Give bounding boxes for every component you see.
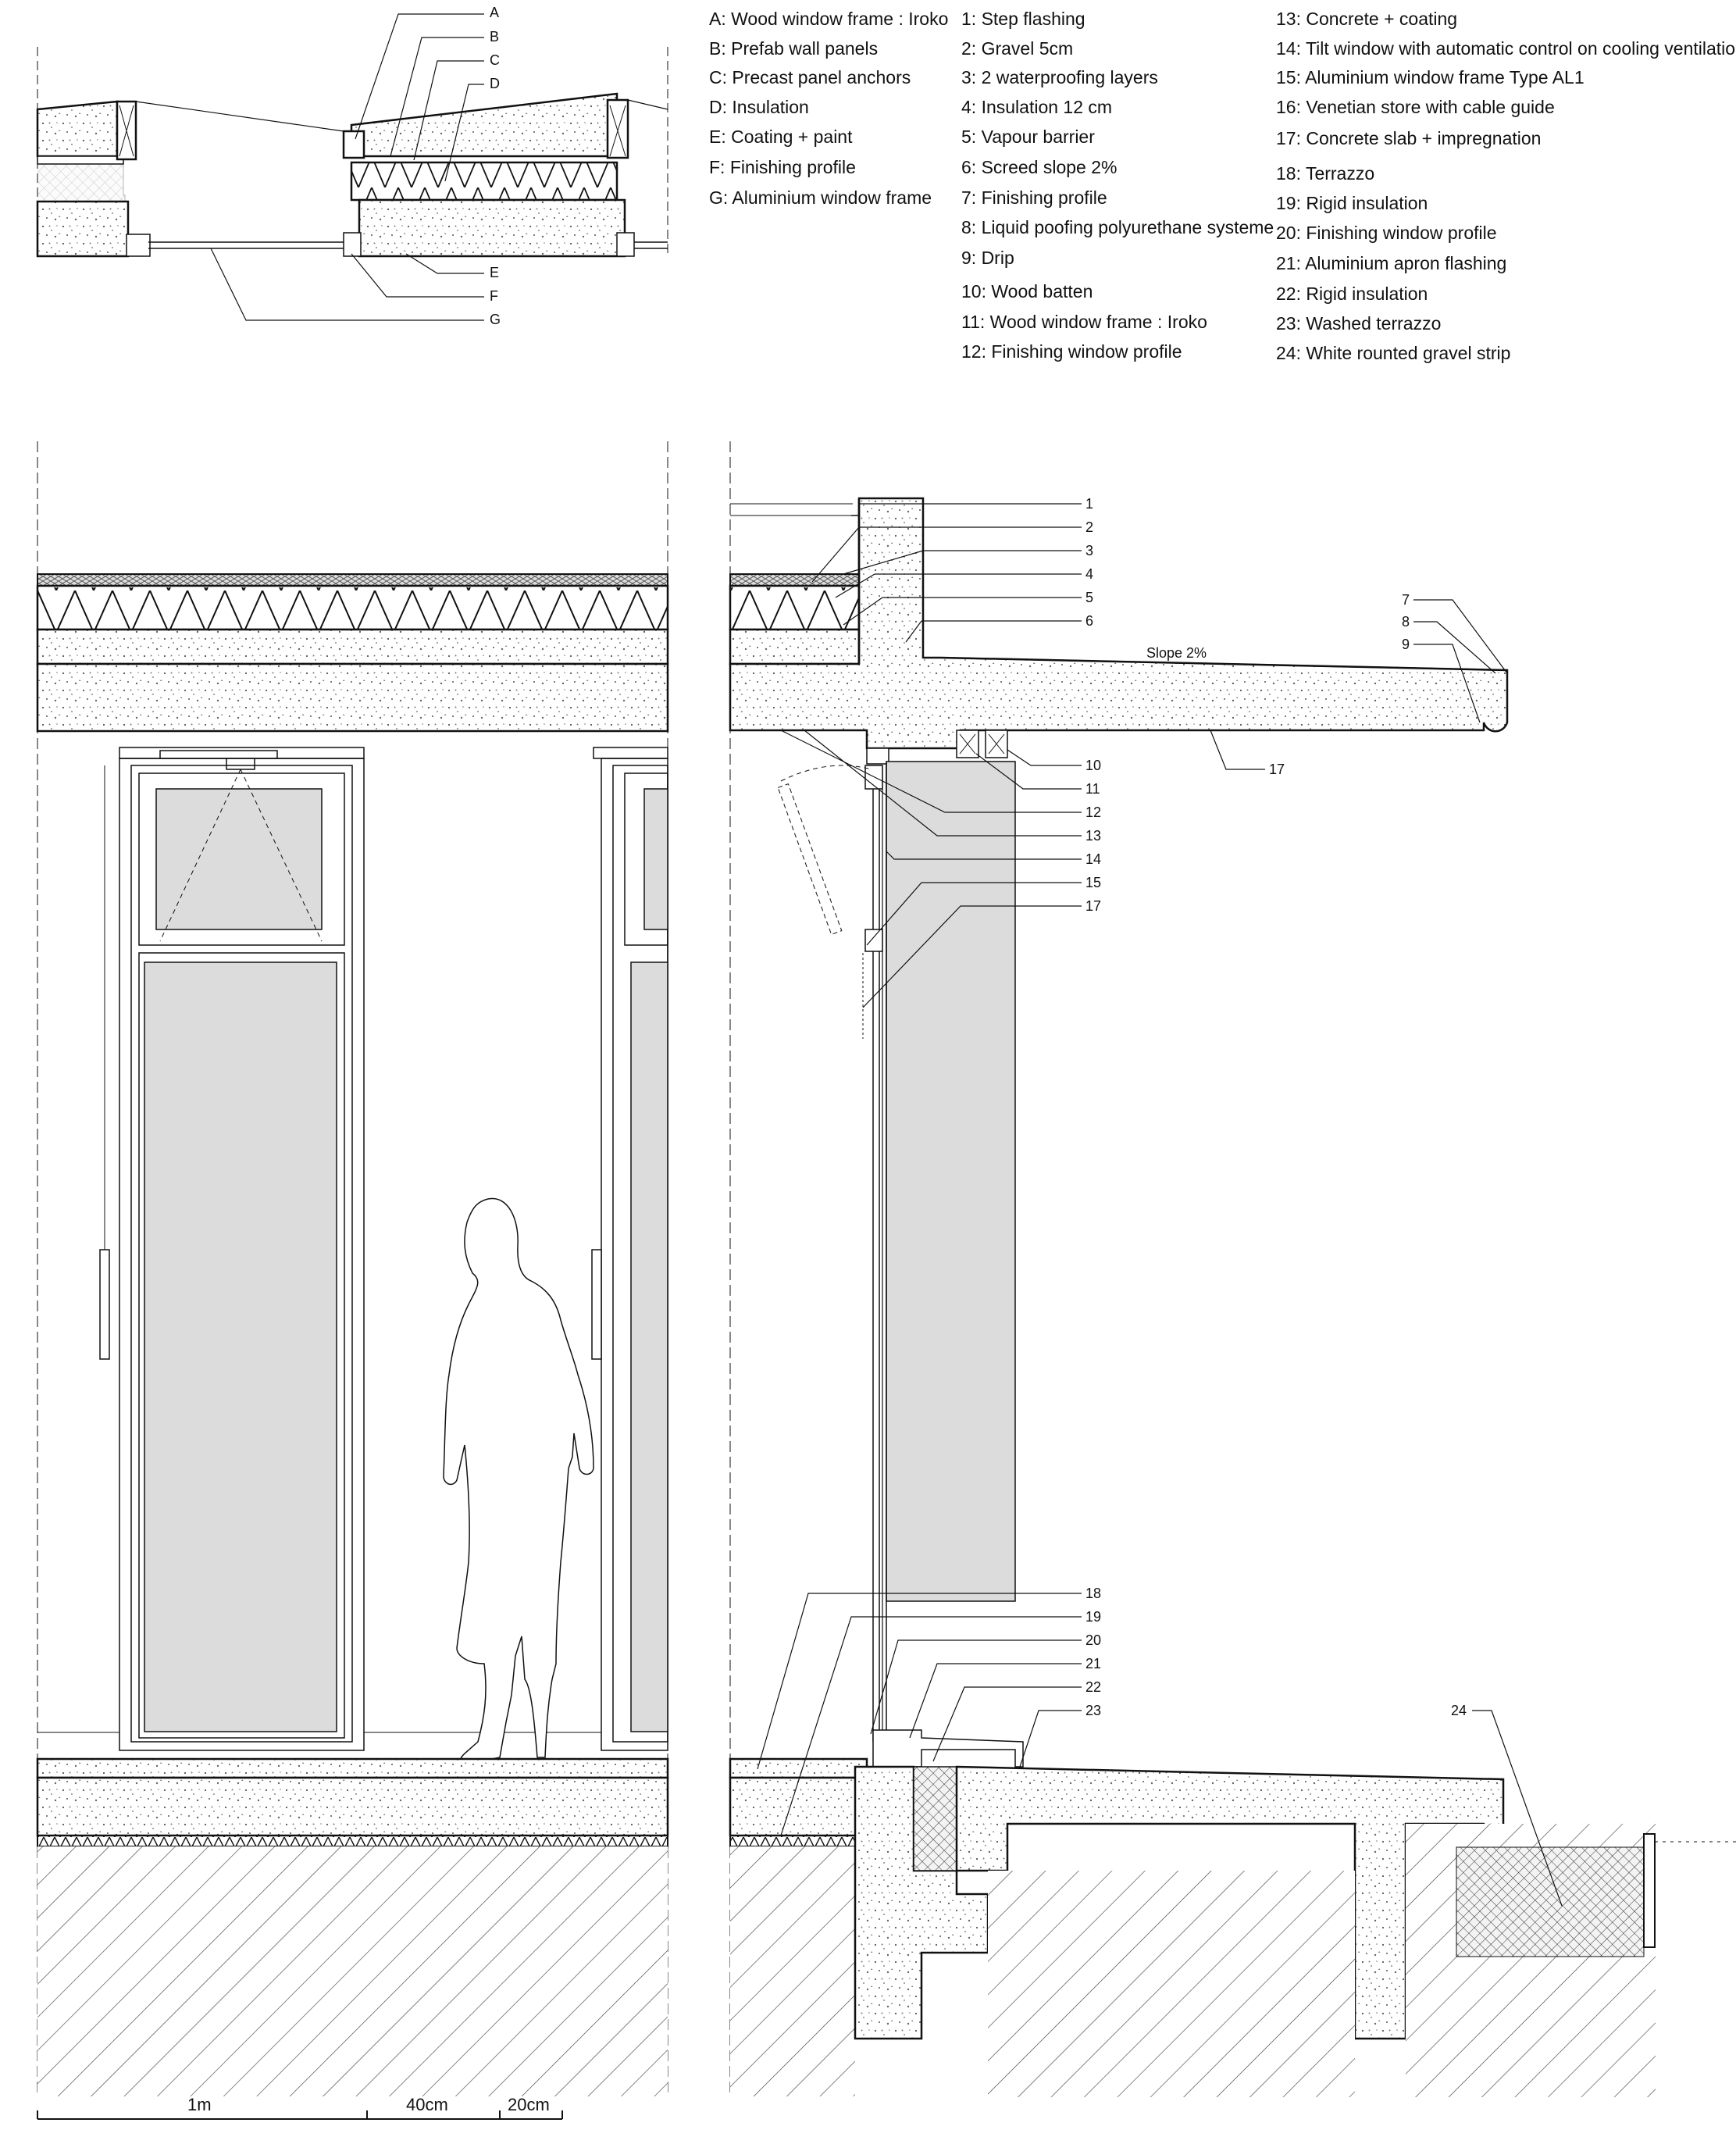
section-tag: 18	[1085, 1586, 1101, 1601]
legend-item: 11: Wood window frame : Iroko	[961, 312, 1207, 332]
scale-label-40cm: 40cm	[406, 2095, 448, 2114]
legend-item: 5: Vapour barrier	[961, 127, 1095, 147]
legend-item: 8: Liquid poofing polyurethane systeme	[961, 217, 1274, 237]
legend-item: 23: Washed terrazzo	[1276, 313, 1441, 334]
section-tags: 1 2 3 4 5 6 7 8 9 Slope 2% 10 11 12 13 1…	[1085, 496, 1467, 1718]
legend-item: G: Aluminium window frame	[709, 187, 932, 208]
plan-tag: F	[490, 288, 498, 304]
legend-item: 21: Aluminium apron flashing	[1276, 253, 1506, 273]
section-tag: 2	[1085, 519, 1093, 535]
legend-item: 22: Rigid insulation	[1276, 284, 1428, 304]
legend-item: 14: Tilt window with automatic control o…	[1276, 38, 1736, 59]
section-tag: 13	[1085, 828, 1101, 844]
section-view	[729, 441, 1736, 2097]
section-tag: 7	[1402, 592, 1410, 608]
plan-tag: D	[490, 76, 500, 91]
legend-item: 9: Drip	[961, 248, 1014, 268]
legend-item: 19: Rigid insulation	[1276, 193, 1428, 213]
legend-item: 24: White rounted gravel strip	[1276, 343, 1510, 363]
legend-item: B: Prefab wall panels	[709, 38, 878, 59]
legend-item: 3: 2 waterproofing layers	[961, 67, 1158, 87]
section-tag: 5	[1085, 590, 1093, 605]
section-tag: 22	[1085, 1679, 1101, 1695]
section-tag: 23	[1085, 1703, 1101, 1718]
legend-item: D: Insulation	[709, 97, 809, 117]
plan-tag: A	[490, 5, 499, 20]
legend-item: F: Finishing profile	[709, 157, 856, 177]
legend-item: A: Wood window frame : Iroko	[709, 9, 948, 29]
section-tag: 12	[1085, 804, 1101, 820]
slope-label: Slope 2%	[1146, 645, 1207, 661]
plan-tag: G	[490, 312, 501, 327]
legend-item: 2: Gravel 5cm	[961, 38, 1073, 59]
section-tag: 15	[1085, 875, 1101, 890]
section-tag: 11	[1085, 781, 1100, 797]
legend-item: 7: Finishing profile	[961, 187, 1107, 208]
section-tag: 24	[1451, 1703, 1467, 1718]
legend-item: 1: Step flashing	[961, 9, 1085, 29]
plan-tag: C	[490, 52, 500, 68]
plan-tags: A B C D E F G	[490, 5, 501, 327]
section-tag: 14	[1085, 851, 1101, 867]
section-tag: 17	[1269, 762, 1285, 777]
legend-item: 17: Concrete slab + impregnation	[1276, 128, 1541, 148]
section-tag: 9	[1402, 637, 1410, 652]
section-tag: 10	[1085, 758, 1101, 773]
legend-item: 13: Concrete + coating	[1276, 9, 1457, 29]
plan-tag: B	[490, 29, 499, 45]
section-tag: 6	[1085, 613, 1093, 629]
legend-item: C: Precast panel anchors	[709, 67, 911, 87]
scale-label-1m: 1m	[187, 2095, 212, 2114]
plan-detail	[36, 13, 668, 321]
section-tag: 19	[1085, 1609, 1101, 1625]
legend-item: 6: Screed slope 2%	[961, 157, 1117, 177]
section-tag: 8	[1402, 614, 1410, 630]
scale-bar	[37, 2110, 563, 2120]
legend-item: 12: Finishing window profile	[961, 341, 1182, 362]
section-tag: 20	[1085, 1632, 1101, 1648]
legend-item: 15: Aluminium window frame Type AL1	[1276, 67, 1585, 87]
legend-item: 20: Finishing window profile	[1276, 223, 1497, 243]
section-tag: 17	[1085, 898, 1101, 914]
legend-item: 18: Terrazzo	[1276, 163, 1374, 184]
plan-tag: E	[490, 265, 499, 280]
legend-item: E: Coating + paint	[709, 127, 853, 147]
legend: A: Wood window frame : Iroko B: Prefab w…	[709, 9, 1736, 363]
elevation-view	[36, 441, 669, 2096]
section-tag: 3	[1085, 543, 1093, 558]
scale-label-20cm: 20cm	[508, 2095, 550, 2114]
section-tag: 4	[1085, 566, 1093, 582]
legend-item: 16: Venetian store with cable guide	[1276, 97, 1555, 117]
section-tag: 21	[1085, 1656, 1101, 1671]
legend-item: 4: Insulation 12 cm	[961, 97, 1112, 117]
legend-item: 10: Wood batten	[961, 281, 1093, 301]
section-tag: 1	[1085, 496, 1093, 512]
